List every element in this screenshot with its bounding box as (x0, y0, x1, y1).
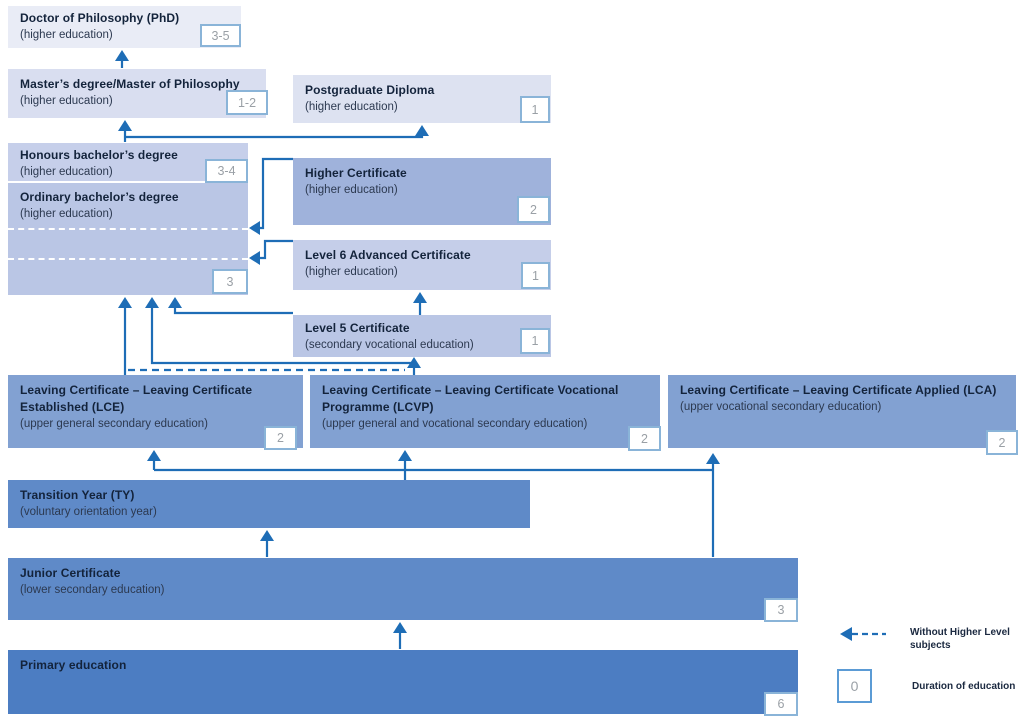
arrow-highercert-to-bachelor (260, 157, 293, 230)
box-level6-title: Level 6 Advanced Certificate (305, 248, 471, 262)
box-postgrad-diploma: Postgraduate Diploma (higher education) (293, 75, 551, 123)
duration-badge-lce: 2 (264, 426, 297, 450)
box-junior-certificate: Junior Certificate (lower secondary educ… (8, 558, 798, 620)
box-higher-certificate: Higher Certificate (higher education) (293, 158, 551, 225)
credit-divider-line (8, 258, 248, 260)
box-lca: Leaving Certificate – Leaving Certificat… (668, 375, 1016, 448)
duration-badge-lcvp: 2 (628, 426, 661, 451)
legend-duration-label: Duration of education (912, 681, 1016, 692)
box-primary-education: Primary education (8, 650, 798, 714)
arrow-level5-to-bachelor (173, 308, 293, 315)
duration-badge-masters: 1-2 (226, 90, 268, 115)
box-phd-subtitle: (higher education) (20, 29, 113, 41)
box-lca-title: Leaving Certificate – Leaving Certificat… (680, 383, 997, 397)
box-higher-certificate-subtitle: (higher education) (305, 184, 398, 196)
box-level5-subtitle: (secondary vocational education) (305, 339, 474, 351)
duration-badge-postgrad: 1 (520, 96, 550, 123)
box-masters: Master’s degree/Master of Philosophy (hi… (8, 69, 266, 118)
arrow-honours-to-postgrad (125, 134, 424, 139)
box-ordinary-bachelor-subtitle: (higher education) (20, 208, 113, 220)
legend-duration-symbol: 0 (837, 669, 872, 703)
box-masters-subtitle: (higher education) (20, 95, 113, 107)
duration-badge-junior: 3 (764, 598, 798, 622)
box-transition-year: Transition Year (TY) (voluntary orientat… (8, 480, 530, 528)
box-honours-bachelor-subtitle: (higher education) (20, 166, 113, 178)
box-junior-certificate-title: Junior Certificate (20, 566, 121, 580)
legend-without-higher-level-label: Without Higher Level subjects (910, 627, 1010, 651)
duration-badge-ordinary: 3 (212, 269, 248, 294)
box-junior-certificate-subtitle: (lower secondary education) (20, 584, 165, 596)
box-lca-subtitle: (upper vocational secondary education) (680, 401, 882, 413)
box-ordinary-bachelor-title: Ordinary bachelor’s degree (20, 190, 179, 204)
box-lce-title: Leaving Certificate – Leaving Certificat… (20, 383, 253, 414)
duration-badge-level5: 1 (520, 328, 550, 354)
box-primary-education-title: Primary education (20, 658, 127, 672)
box-ordinary-bachelor: Ordinary bachelor’s degree (higher educa… (8, 183, 248, 295)
box-lcvp: Leaving Certificate – Leaving Certificat… (310, 375, 660, 448)
box-postgrad-diploma-subtitle: (higher education) (305, 101, 398, 113)
box-lcvp-subtitle: (upper general and vocational secondary … (322, 418, 588, 430)
box-lce: Leaving Certificate – Leaving Certificat… (8, 375, 303, 448)
duration-badge-primary: 6 (764, 692, 798, 716)
box-masters-title: Master’s degree/Master of Philosophy (20, 77, 240, 91)
box-lcvp-title: Leaving Certificate – Leaving Certificat… (322, 383, 619, 414)
box-transition-year-subtitle: (voluntary orientation year) (20, 506, 157, 518)
box-transition-year-title: Transition Year (TY) (20, 488, 135, 502)
box-level5-certificate: Level 5 Certificate (secondary vocationa… (293, 315, 551, 357)
box-level5-title: Level 5 Certificate (305, 321, 410, 335)
arrow-level6-to-bachelor (260, 239, 293, 260)
duration-badge-honours: 3-4 (205, 159, 248, 183)
box-level6-subtitle: (higher education) (305, 266, 398, 278)
box-honours-bachelor-title: Honours bachelor’s degree (20, 148, 178, 162)
box-lce-subtitle: (upper general secondary education) (20, 418, 208, 430)
duration-badge-lca: 2 (986, 430, 1018, 455)
box-phd-title: Doctor of Philosophy (PhD) (20, 11, 180, 25)
box-postgrad-diploma-title: Postgraduate Diploma (305, 83, 435, 97)
box-level6-advanced-certificate: Level 6 Advanced Certificate (higher edu… (293, 240, 551, 290)
duration-badge-higher-certificate: 2 (517, 196, 550, 223)
duration-badge-level6: 1 (521, 262, 550, 289)
box-higher-certificate-title: Higher Certificate (305, 166, 407, 180)
credit-divider-line (8, 228, 248, 230)
duration-badge-phd: 3-5 (200, 24, 241, 47)
